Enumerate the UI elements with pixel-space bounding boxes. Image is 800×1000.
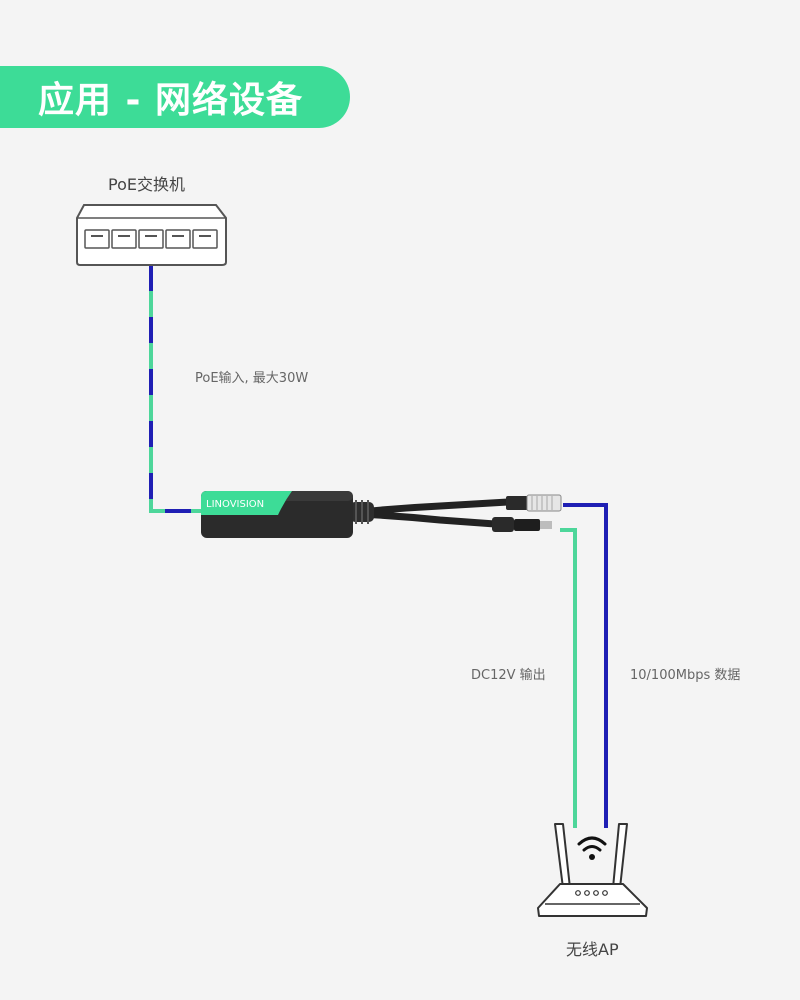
dc-output-label: DC12V 输出: [471, 668, 546, 683]
wireless-router-icon: [537, 823, 648, 917]
switch-label: PoE交换机: [108, 175, 185, 194]
brand-label: LINOVISION: [206, 499, 264, 510]
poe-splitter-icon: LINOVISION: [201, 491, 562, 538]
ap-label: 无线AP: [566, 940, 619, 959]
dc-power-cable: [560, 528, 577, 828]
page-title: 应用 - 网络设备: [38, 80, 304, 121]
data-cable: [563, 503, 608, 828]
network-switch-icon: [76, 204, 227, 266]
poe-input-label: PoE输入, 最大30W: [195, 371, 309, 386]
header-banner: 应用 - 网络设备: [0, 66, 350, 128]
poe-input-cable: [149, 265, 205, 513]
data-link-label: 10/100Mbps 数据: [630, 668, 741, 683]
